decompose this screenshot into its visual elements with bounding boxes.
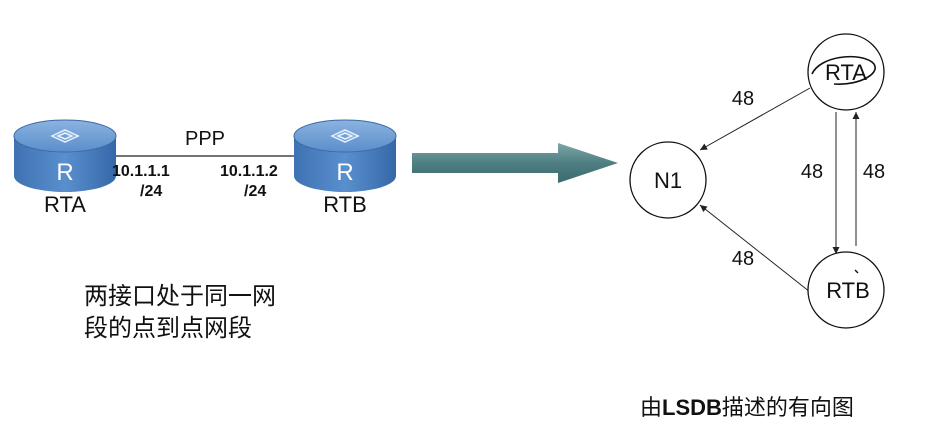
node-rtb-label: RTB: [826, 278, 870, 303]
node-rta: RTA: [807, 33, 885, 111]
router-a-icon: R: [13, 119, 117, 192]
edge-rtb-n1: [699, 204, 811, 293]
scribble-mark: [811, 55, 876, 85]
node-n1: N1: [629, 141, 707, 219]
router-b-icon: R: [293, 119, 397, 192]
router-a-name: RTA: [44, 192, 86, 217]
router-b-ip: 10.1.1.2: [220, 163, 278, 180]
right-caption-bold: LSDB: [662, 395, 722, 420]
right-caption-prefix: 由: [640, 396, 663, 421]
router-b-mask: /24: [244, 183, 266, 200]
left-caption-line1: 两接口处于同一网: [84, 282, 276, 310]
edge-label-rtb-rta: 48: [863, 161, 885, 183]
router-b-name: RTB: [323, 192, 367, 217]
node-n1-label: N1: [654, 168, 682, 193]
edge-label-rta-n1: 48: [732, 88, 754, 110]
edge-label-rtb-n1: 48: [732, 248, 754, 270]
router-a-glyph: R: [56, 159, 73, 186]
left-caption-line2: 段的点到点网段: [84, 314, 252, 342]
router-a-ip: 10.1.1.1: [112, 163, 170, 180]
node-rtb: RTB: [807, 251, 885, 329]
right-caption-suffix: 描述的有向图: [721, 396, 854, 421]
ppp-label: PPP: [185, 128, 225, 150]
router-b-glyph: R: [336, 159, 353, 186]
edge-label-rta-rtb: 48: [801, 161, 823, 183]
edge-rta-n1: [699, 87, 811, 151]
block-arrow-icon: [412, 143, 618, 183]
right-caption: 由LSDB描述的有向图: [640, 392, 854, 425]
left-caption: 两接口处于同一网 段的点到点网段: [84, 280, 276, 344]
router-a-mask: /24: [140, 183, 162, 200]
